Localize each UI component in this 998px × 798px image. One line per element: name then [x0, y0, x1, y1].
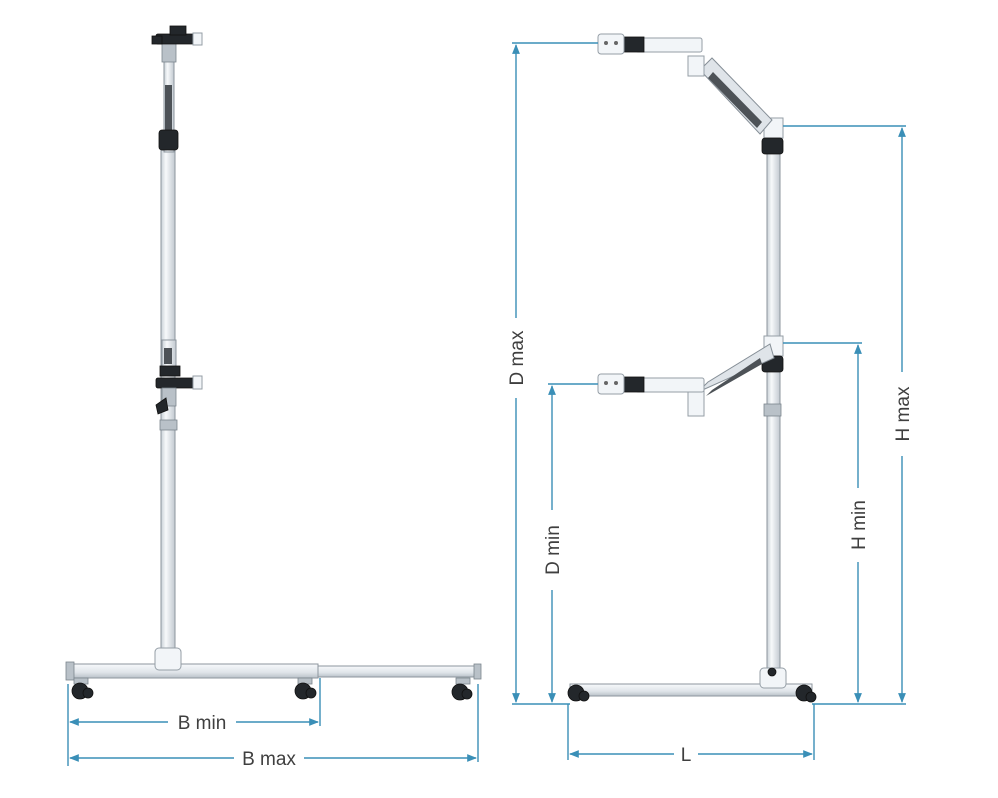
dimension-l: L [567, 704, 815, 766]
dimension-h-min: H min [783, 342, 870, 703]
upper-arm [597, 33, 773, 135]
caster-wheel [294, 677, 317, 700]
label-d-min: D min [543, 525, 564, 575]
side-base [567, 667, 817, 703]
side-view-stand [567, 33, 817, 703]
caster-wheel [451, 677, 473, 701]
top-clamp [151, 25, 203, 63]
label-b-min: B min [178, 713, 227, 734]
caster-wheel [71, 677, 94, 700]
caster-wheel [567, 684, 590, 702]
dimension-d-max: D max [507, 42, 598, 705]
dimension-b-max: B max [69, 684, 479, 770]
label-d-max: D max [507, 330, 528, 385]
caster-wheel [795, 684, 817, 703]
dimension-d-min: D min [543, 383, 598, 703]
dimension-b-min: B min [67, 678, 321, 766]
front-base [65, 647, 482, 701]
middle-clamp [155, 339, 203, 415]
label-b-max: B max [242, 749, 296, 770]
dimension-h-max: H max [783, 125, 914, 705]
label-h-min: H min [849, 500, 870, 550]
front-view-stand [65, 25, 482, 701]
label-l: L [681, 745, 692, 766]
label-h-max: H max [893, 386, 914, 441]
lower-arm [597, 343, 775, 417]
